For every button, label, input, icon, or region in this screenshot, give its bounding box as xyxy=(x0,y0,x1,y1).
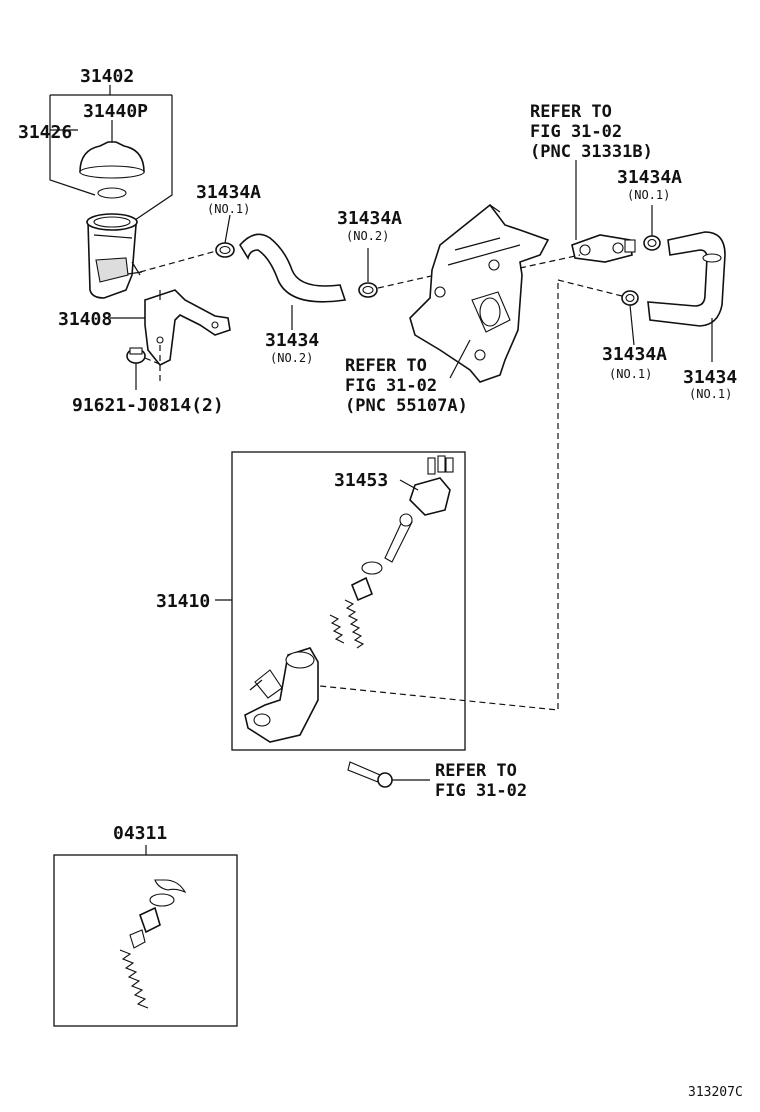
cylinder-bolt[interactable] xyxy=(347,761,430,788)
ref-pedal-line3: (PNC 55107A) xyxy=(345,396,468,416)
label-31434-left: 31434 xyxy=(265,330,319,351)
ref-bolt-line1: REFER TO xyxy=(435,761,517,781)
label-31434-left-no: (NO.2) xyxy=(270,351,313,365)
label-31434a-mid-no: (NO.2) xyxy=(346,229,389,243)
repair-kit[interactable] xyxy=(119,879,187,1009)
master-cylinder[interactable] xyxy=(244,455,454,743)
reference-top-right: REFER TO FIG 31-02 (PNC 31331B) xyxy=(530,102,653,162)
pedal-bracket[interactable] xyxy=(409,203,550,383)
label-31434a-right-bottom-no: (NO.1) xyxy=(609,367,652,381)
reference-bolt: REFER TO FIG 31-02 xyxy=(435,761,527,801)
label-31434a-mid: 31434A xyxy=(337,208,402,229)
hose-clamp-left[interactable] xyxy=(215,214,235,258)
master-cylinder-box xyxy=(231,451,466,751)
label-31434-right: 31434 xyxy=(683,367,737,388)
label-31440p: 31440P xyxy=(83,101,148,122)
label-31408: 31408 xyxy=(58,309,112,330)
master-cylinder-fitting[interactable] xyxy=(571,160,636,263)
hose-clamp-middle[interactable] xyxy=(358,248,378,298)
label-31434a-left-no: (NO.1) xyxy=(207,202,250,216)
label-31434-right-no: (NO.1) xyxy=(689,387,732,401)
label-31402: 31402 xyxy=(80,66,134,87)
reservoir-gasket[interactable] xyxy=(97,187,127,199)
hose-clamp-right-top[interactable] xyxy=(643,205,661,251)
label-31434a-right-top-no: (NO.1) xyxy=(627,188,670,202)
reference-pedal: REFER TO FIG 31-02 (PNC 55107A) xyxy=(345,356,468,416)
label-31453: 31453 xyxy=(334,470,388,491)
hose-clamp-right-bottom[interactable] xyxy=(621,290,639,346)
ref-pedal-line1: REFER TO xyxy=(345,356,427,376)
label-31434a-right-bottom: 31434A xyxy=(602,344,667,365)
figure-code: 313207C xyxy=(688,1085,743,1100)
label-91621: 91621-J0814(2) xyxy=(72,395,224,416)
ref-top-right-line3: (PNC 31331B) xyxy=(530,142,653,162)
hose-no2[interactable] xyxy=(239,233,347,330)
clutch-switch[interactable] xyxy=(409,477,451,516)
reservoir-assembly[interactable] xyxy=(49,85,173,299)
label-31434a-left: 31434A xyxy=(196,182,261,203)
label-04311: 04311 xyxy=(113,823,167,844)
ref-pedal-line2: FIG 31-02 xyxy=(345,376,437,396)
reservoir-cap[interactable] xyxy=(79,141,145,173)
repair-kit-box xyxy=(53,854,238,1027)
ref-bolt-line2: FIG 31-02 xyxy=(435,781,527,801)
ref-top-right-line2: FIG 31-02 xyxy=(530,122,622,142)
ref-top-right-line1: REFER TO xyxy=(530,102,612,122)
reservoir-bracket[interactable] xyxy=(110,289,231,367)
hose-no1[interactable] xyxy=(647,231,726,362)
label-31434a-right-top: 31434A xyxy=(617,167,682,188)
label-31410: 31410 xyxy=(156,591,210,612)
bracket-bolt[interactable] xyxy=(126,345,163,390)
label-31426: 31426 xyxy=(18,122,72,143)
